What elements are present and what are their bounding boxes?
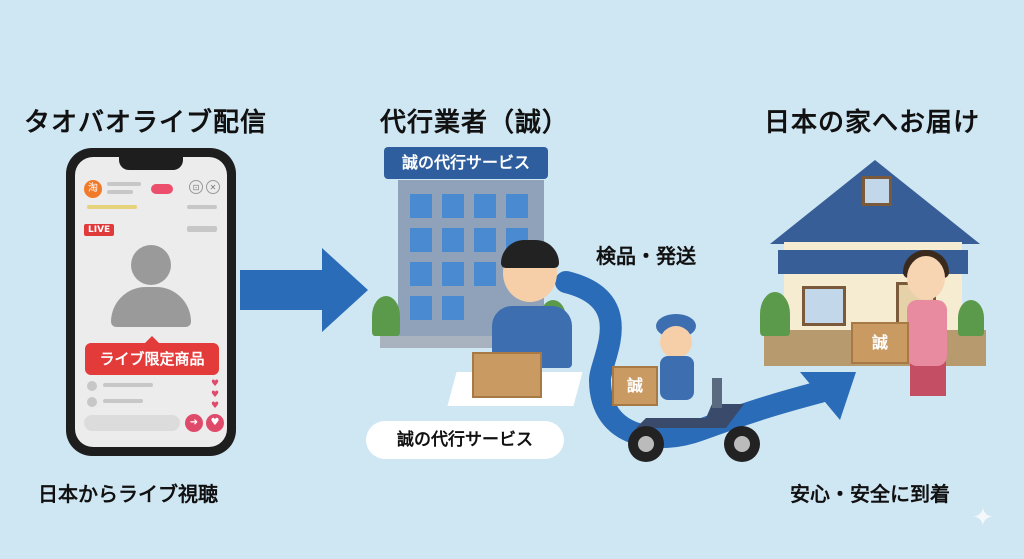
caption-inspect-ship: 検品・発送 bbox=[596, 244, 696, 268]
streamer-avatar-body bbox=[111, 287, 191, 327]
heart-reactions-icon: ♥♥♥ bbox=[211, 379, 220, 411]
caption-safe-arrival: 安心・安全に到着 bbox=[790, 482, 950, 506]
promo-bar bbox=[87, 205, 137, 209]
close-icon[interactable]: ✕ bbox=[206, 180, 220, 194]
heading-home-delivery: 日本の家へお届け bbox=[764, 108, 981, 138]
woman-body bbox=[907, 300, 947, 366]
comment-input[interactable] bbox=[84, 415, 180, 431]
limited-product-banner[interactable]: ライブ限定商品 bbox=[85, 336, 219, 375]
agency-signboard: 誠の代行サービス bbox=[384, 147, 548, 179]
phone-screen: 淘 ⊡ ✕ LIVE ライブ限定商品 ♥♥♥ ➜ ♥ bbox=[75, 157, 227, 447]
delivered-box: 誠 bbox=[851, 322, 909, 364]
arrow-to-house-head bbox=[800, 372, 856, 420]
live-badge: LIVE bbox=[84, 224, 115, 236]
caption-watch-from-japan: 日本からライブ視聴 bbox=[38, 482, 218, 506]
house-shrub-left bbox=[760, 292, 790, 336]
viewer-bar bbox=[187, 205, 217, 209]
sparkle-icon: ✦ bbox=[972, 503, 994, 533]
streamer-name-bar bbox=[107, 182, 141, 186]
phone-notch bbox=[119, 157, 183, 170]
scooter-cargo-box: 誠 bbox=[612, 366, 658, 406]
curved-delivery-path bbox=[555, 271, 831, 449]
comment-avatar-1 bbox=[87, 381, 97, 391]
woman-face bbox=[907, 256, 945, 300]
comment-line-1 bbox=[103, 383, 153, 387]
worker-hair bbox=[501, 240, 559, 268]
taobao-app-icon: 淘 bbox=[84, 180, 102, 198]
share-icon[interactable]: ⊡ bbox=[189, 180, 203, 194]
heading-agent: 代行業者（誠） bbox=[380, 108, 570, 138]
like-heart-icon[interactable]: ♥ bbox=[206, 414, 224, 432]
house-window-left bbox=[802, 286, 846, 326]
house-window-attic bbox=[862, 176, 892, 206]
share-arrow-icon[interactable]: ➜ bbox=[185, 414, 203, 432]
comment-line-2 bbox=[103, 399, 143, 403]
streamer-info-bar bbox=[107, 190, 133, 194]
delivery-scooter-illustration bbox=[628, 314, 760, 462]
left-shrub bbox=[372, 296, 400, 336]
viewer-count-bar bbox=[187, 226, 217, 232]
comment-avatar-2 bbox=[87, 397, 97, 407]
service-label: 誠の代行サービス bbox=[366, 421, 564, 459]
follow-button[interactable] bbox=[151, 184, 173, 194]
streamer-avatar-head bbox=[131, 245, 171, 285]
heading-livestream: タオバオライブ配信 bbox=[24, 108, 268, 138]
woman-skirt bbox=[910, 360, 946, 396]
packing-box bbox=[472, 352, 542, 398]
arrow-phone-to-agent bbox=[240, 248, 368, 332]
house-shrub-right bbox=[958, 300, 984, 336]
smartphone: 淘 ⊡ ✕ LIVE ライブ限定商品 ♥♥♥ ➜ ♥ bbox=[66, 148, 236, 456]
